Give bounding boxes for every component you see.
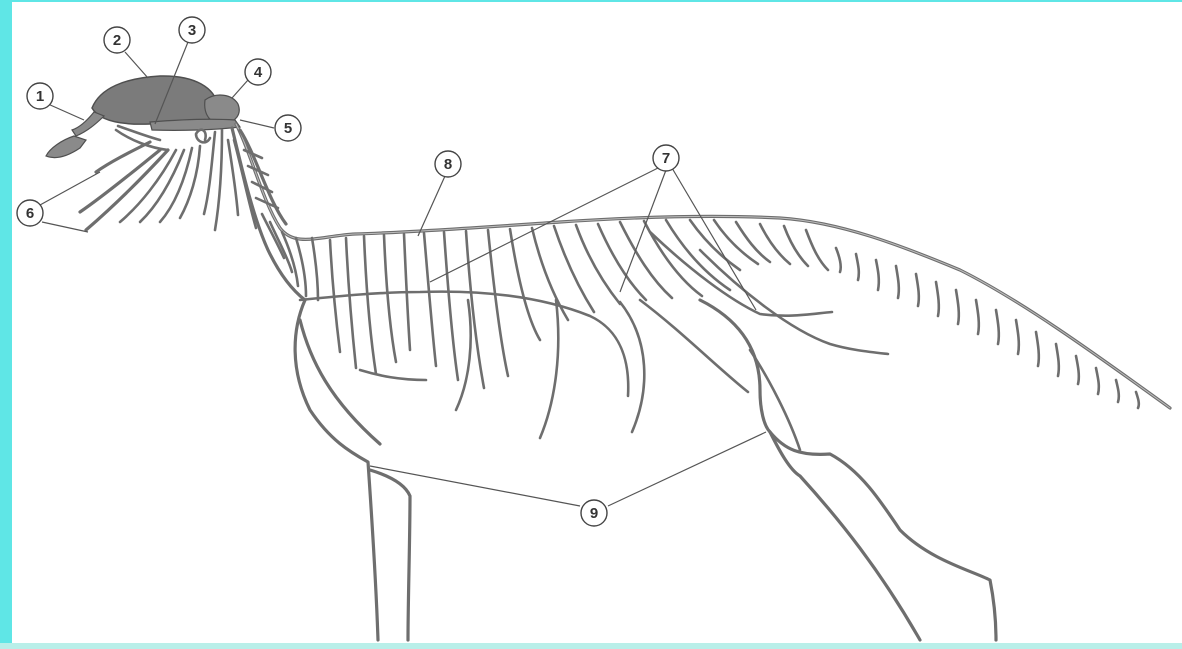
cranial-nerves: [80, 126, 222, 230]
callout-8: 8: [435, 151, 461, 177]
callout-7: 7: [653, 145, 679, 171]
callout-3-label: 3: [188, 22, 196, 39]
callout-2: 2: [104, 27, 130, 53]
callout-8-label: 8: [444, 156, 452, 173]
callout-5-label: 5: [284, 120, 292, 137]
olfactory-bulb: [72, 112, 104, 136]
callout-2-label: 2: [113, 32, 121, 49]
olfactory-tract: [46, 136, 86, 158]
peripheral-nerves: [295, 300, 996, 640]
spinal-nerves: [300, 220, 888, 438]
callout-4: 4: [245, 59, 271, 85]
brain-stem: [150, 119, 240, 130]
callout-7-label: 7: [662, 150, 670, 167]
callout-1-label: 1: [36, 88, 44, 105]
callout-6: 6: [17, 200, 43, 226]
cerebrum: [92, 76, 218, 124]
tail-nerves: [836, 248, 1139, 408]
callout-6-label: 6: [26, 205, 34, 222]
callout-1: 1: [27, 83, 53, 109]
callout-9-label: 9: [590, 505, 598, 522]
callout-5: 5: [275, 115, 301, 141]
callout-9: 9: [581, 500, 607, 526]
callout-4-label: 4: [254, 64, 263, 81]
callout-3: 3: [179, 17, 205, 43]
